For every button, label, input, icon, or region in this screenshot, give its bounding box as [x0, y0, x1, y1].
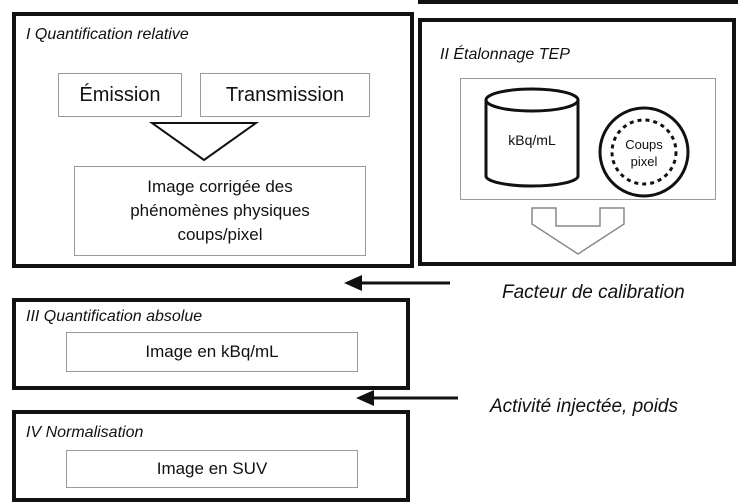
- corrected-image-box: Image corrigée des phénomènes physiques …: [74, 166, 366, 256]
- corrected-image-line-1: Image corrigée des: [147, 177, 293, 196]
- cylinder-label: kBq/mL: [486, 128, 578, 152]
- pixel-label-line-1: Coups: [625, 137, 663, 152]
- suv-image-label: Image en SUV: [156, 459, 268, 478]
- cylinder-label-text: kBq/mL: [508, 132, 556, 148]
- injected-activity-label: Activité injectée, poids: [490, 396, 678, 417]
- panel-absolute-quantification-title: III Quantification absolue: [26, 308, 203, 325]
- panel-relative-quantification-title: I Quantification relative: [26, 26, 189, 43]
- transmission-label: Transmission: [225, 83, 345, 106]
- corrected-image-line-3: coups/pixel: [177, 225, 263, 244]
- calibration-factor-label: Facteur de calibration: [502, 282, 685, 303]
- cylinder-phantom-icon: [484, 87, 580, 188]
- emission-box: Émission: [58, 73, 182, 117]
- absolute-image-box: Image en kBq/mL: [66, 332, 358, 372]
- emission-label: Émission: [79, 83, 161, 106]
- pixel-label: Coups pixel: [616, 132, 672, 174]
- counts-pixel-disc-icon: [598, 106, 690, 198]
- suv-image-box: Image en SUV: [66, 450, 358, 488]
- corrected-image-line-2: phénomènes physiques: [130, 201, 310, 220]
- transmission-box: Transmission: [200, 73, 370, 117]
- panel-pet-calibration-title: II Étalonnage TEP: [440, 46, 570, 63]
- panel-normalisation-title: IV Normalisation: [26, 424, 144, 441]
- pixel-label-line-2: pixel: [630, 154, 658, 169]
- top-rule: [418, 0, 738, 4]
- absolute-image-label: Image en kBq/mL: [145, 342, 279, 361]
- calibration-down-arrow-icon: [531, 207, 625, 255]
